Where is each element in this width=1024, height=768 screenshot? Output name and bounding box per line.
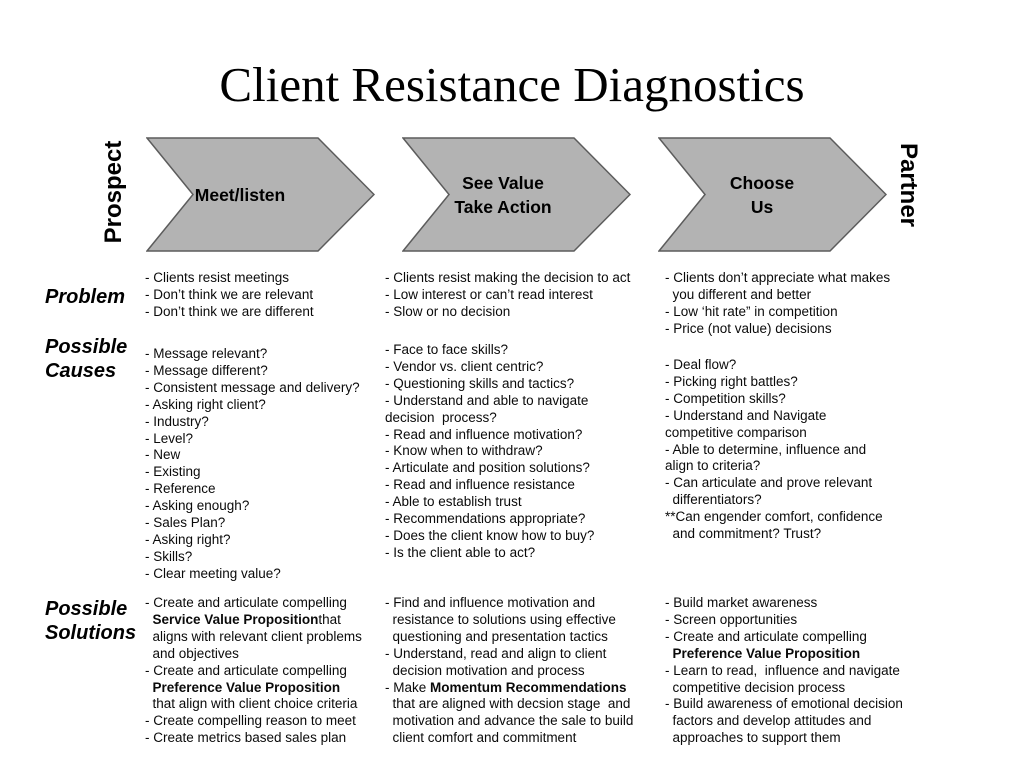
bullet-item: - New — [145, 447, 181, 463]
bullet-item: - Face to face skills? — [385, 342, 509, 357]
bullet-item: - Understand, read and align to client d… — [385, 645, 607, 678]
chevron-arrow-icon — [146, 137, 375, 252]
causes-list-choose-us: - Deal flow?- Picking right battles?- Co… — [665, 357, 950, 543]
bullet-item: - Low ‘hit rate” in competition — [665, 303, 838, 319]
stage-arrow-2 — [402, 137, 631, 252]
bullet-item: - Vendor vs. client centric? — [385, 358, 544, 374]
row-label-problem: Problem — [45, 286, 126, 308]
bullet-item: - Don’t think we are different — [145, 303, 314, 319]
bullet-item: - Create metrics based sales plan — [145, 730, 347, 746]
chevron-arrow-icon — [658, 137, 887, 252]
bullet-item: - Low interest or can’t read interest — [385, 286, 593, 302]
bullet-item: - Build market awareness — [665, 595, 818, 610]
bullet-item: - Asking right? — [145, 531, 231, 547]
chevron-arrow-icon — [402, 137, 631, 252]
bullet-item: - Level? — [145, 430, 194, 446]
bullet-item: - Sales Plan? — [145, 515, 226, 531]
bullet-item: - Articulate and position solutions? — [385, 460, 590, 476]
bullet-item: - Read and influence resistance — [385, 477, 575, 493]
stage-label-choose-us: Choose Us — [729, 172, 795, 217]
bullet-item: - Clients don’t appreciate what makes yo… — [665, 270, 891, 302]
bullet-item: - Is the client able to act? — [385, 544, 536, 560]
stage-label-meet-listen: Meet/listen — [194, 184, 286, 205]
bullet-item: - Deal flow? — [665, 357, 737, 372]
bullet-item: - Price (not value) decisions — [665, 320, 832, 336]
bullet-item: - Read and influence motivation? — [385, 426, 583, 442]
bullet-item: - Able to establish trust — [385, 494, 522, 510]
page-title: Client Resistance Diagnostics — [219, 57, 805, 112]
bullet-item: - Clear meeting value? — [145, 565, 281, 581]
bullet-item: **Can engender comfort, confidence and c… — [665, 509, 883, 542]
bullet-item: - Make Momentum Recommendations that are… — [385, 679, 634, 746]
solutions-list-meet-listen: - Create and articulate compelling Servi… — [145, 595, 397, 747]
bullet-item: - Existing — [145, 464, 201, 480]
bullet-item: - Skills? — [145, 548, 193, 564]
bullet-item: - Slow or no decision — [385, 303, 511, 319]
bullet-item: - Don’t think we are relevant — [145, 286, 314, 302]
bullet-item: - Can articulate and prove relevant diff… — [665, 475, 873, 508]
solutions-list-choose-us: - Build market awareness- Screen opportu… — [665, 595, 955, 747]
bullet-item: - Clients resist making the decision to … — [385, 270, 631, 285]
bullet-item: - Message different? — [145, 362, 268, 378]
problem-list-see-value: - Clients resist making the decision to … — [385, 270, 683, 321]
problem-list-choose-us: - Clients don’t appreciate what makes yo… — [665, 270, 950, 338]
stage-arrow-3 — [658, 137, 887, 252]
bullet-item: - Build awareness of emotional decision … — [665, 696, 903, 746]
bullet-item: - Industry? — [145, 413, 209, 429]
bullet-item: - Create and articulate compelling Prefe… — [665, 628, 867, 661]
bullet-item: - Clients resist meetings — [145, 270, 290, 285]
bullet-item: - Recommendations appropriate? — [385, 511, 586, 527]
row-label-possible-solutions: Possible Solutions — [45, 598, 137, 644]
solutions-list-see-value: - Find and influence motivation and resi… — [385, 595, 687, 747]
bullet-item: - Does the client know how to buy? — [385, 527, 595, 543]
causes-list-meet-listen: - Message relevant?- Message different?-… — [145, 346, 397, 583]
bullet-item: - Understand and Navigate competitive co… — [665, 407, 827, 440]
bullet-item: - Asking right client? — [145, 396, 266, 412]
bullet-item: - Create and articulate compelling Prefe… — [145, 662, 358, 712]
problem-list-meet-listen: - Clients resist meetings- Don’t think w… — [145, 270, 397, 321]
bullet-item: - Able to determine, influence and align… — [665, 441, 867, 474]
bullet-item: - Learn to read, influence and navigate … — [665, 662, 900, 695]
bullet-item: - Create compelling reason to meet — [145, 713, 356, 729]
bullet-item: - Reference — [145, 481, 216, 497]
bullet-item: - Screen opportunities — [665, 611, 798, 627]
bullet-item: - Understand and able to navigate decisi… — [385, 392, 589, 425]
bullet-item: - Create and articulate compelling Servi… — [145, 595, 362, 661]
bullet-item: - Message relevant? — [145, 346, 268, 361]
bullet-item: - Know when to withdraw? — [385, 443, 543, 459]
partner-axis-label: Partner — [895, 142, 922, 228]
prospect-axis-label: Prospect — [100, 140, 127, 244]
stage-label-see-value-take-action: See Value Take Action — [454, 172, 552, 217]
causes-list-see-value: - Face to face skills?- Vendor vs. clien… — [385, 342, 683, 562]
stage-arrow-1 — [146, 137, 375, 252]
bullet-item: - Questioning skills and tactics? — [385, 375, 575, 391]
row-label-possible-causes: Possible Causes — [45, 336, 128, 382]
bullet-item: - Picking right battles? — [665, 373, 798, 389]
bullet-item: - Asking enough? — [145, 498, 250, 514]
bullet-item: - Find and influence motivation and resi… — [385, 595, 616, 644]
bullet-item: - Competition skills? — [665, 390, 786, 406]
bullet-item: - Consistent message and delivery? — [145, 379, 360, 395]
